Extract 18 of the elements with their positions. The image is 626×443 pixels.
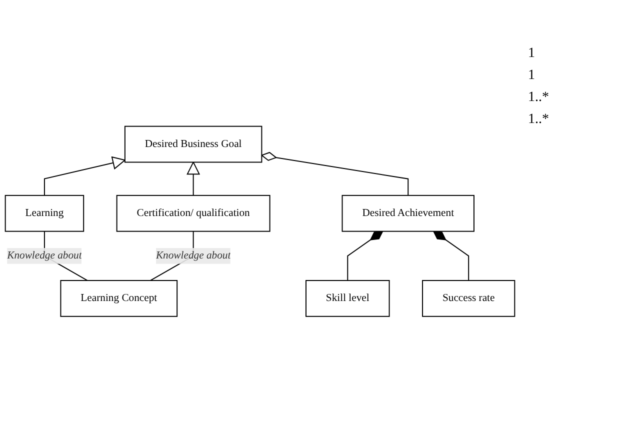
node-box: Certification/ qualification (116, 195, 270, 232)
multiplicity-label: 1 (528, 46, 536, 62)
node-box: Skill level (306, 280, 390, 318)
node-box: Desired Business Goal (124, 126, 262, 163)
edge-label: Knowledge about (156, 250, 231, 262)
arrow (186, 162, 200, 196)
connector (347, 230, 384, 282)
edge-label: Knowledge about (7, 250, 82, 262)
node-box: Learning (4, 195, 84, 232)
arrow (44, 156, 126, 196)
multiplicity-label: 1..* (528, 112, 550, 128)
connector (433, 230, 470, 282)
node-box: Success rate (422, 280, 516, 318)
connector (261, 152, 409, 196)
node-box: Desired Achievement (342, 195, 474, 232)
node-box: Learning Concept (60, 280, 178, 318)
multiplicity-label: 1 (528, 68, 536, 84)
multiplicity-label: 1..* (528, 90, 550, 106)
